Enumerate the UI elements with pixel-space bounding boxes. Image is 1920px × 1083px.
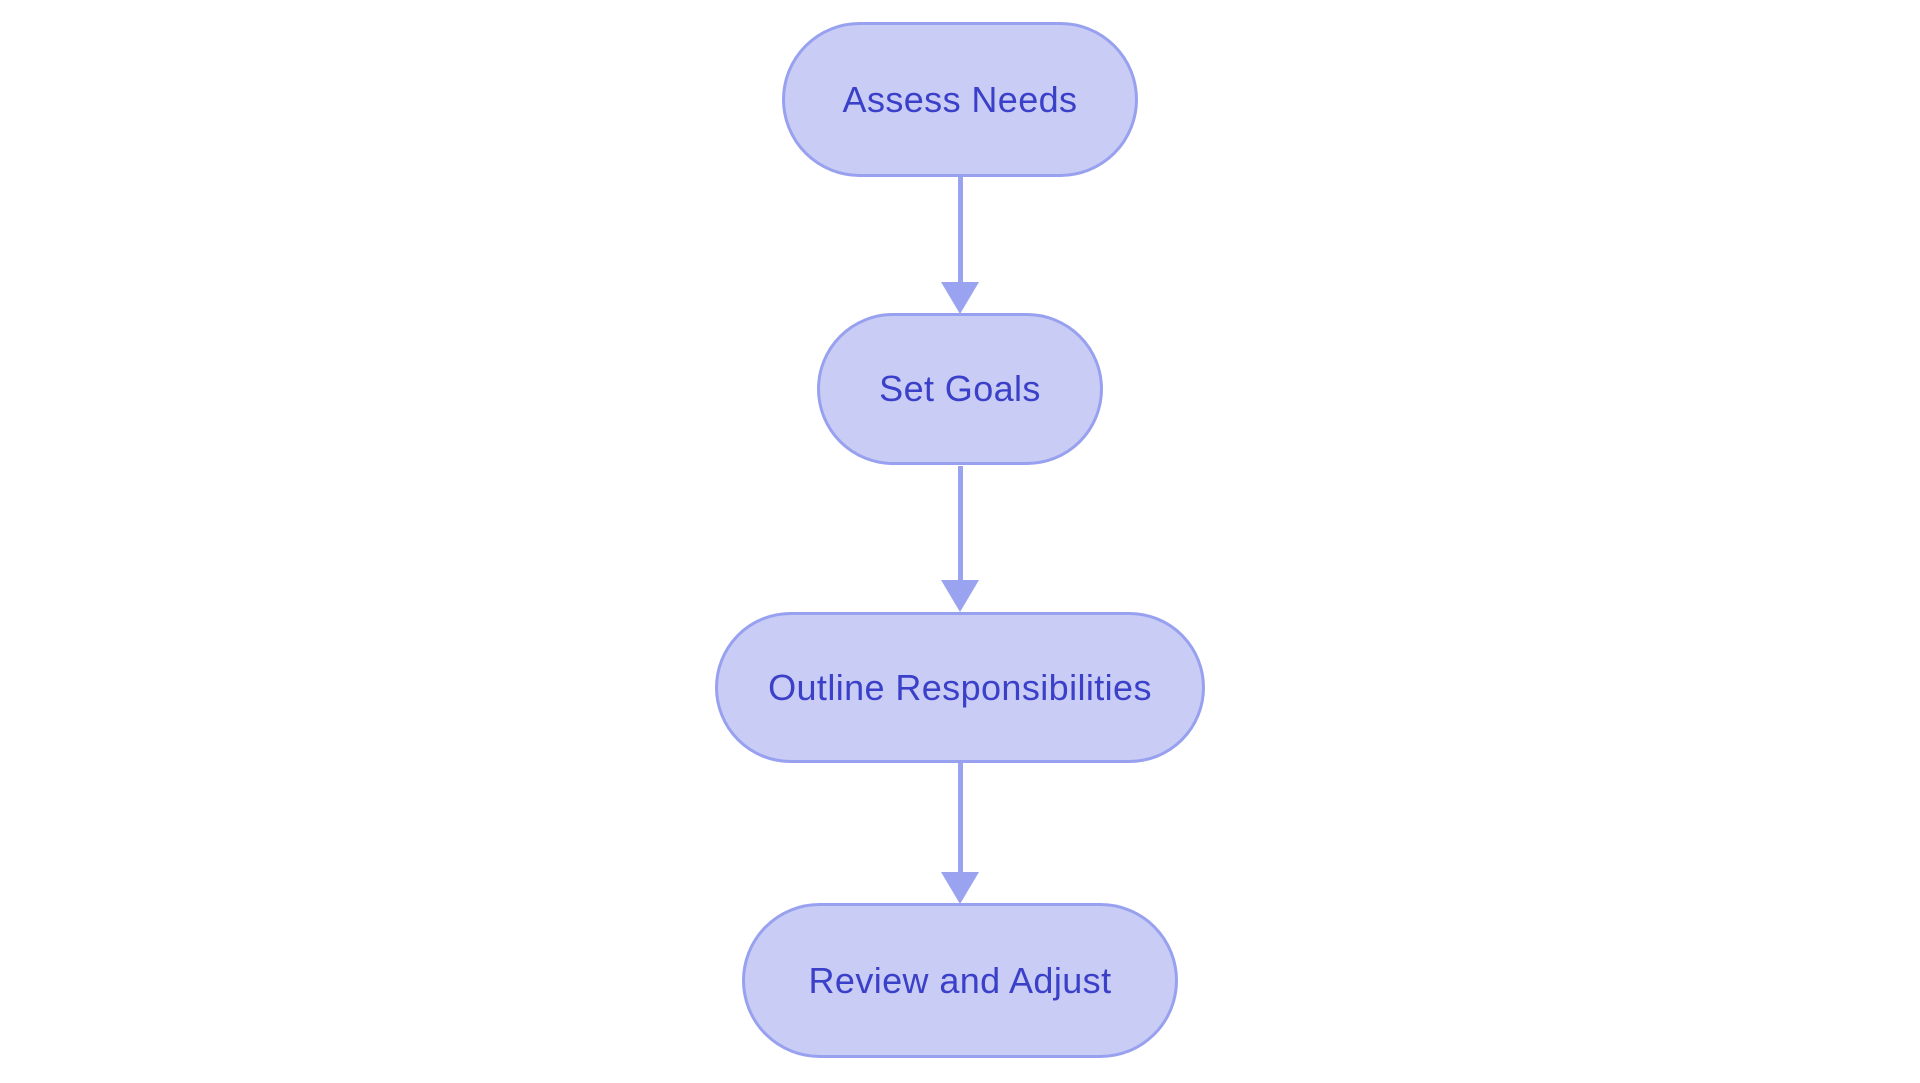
arrow-down-icon bbox=[941, 282, 979, 314]
flowchart-node-review-and-adjust: Review and Adjust bbox=[742, 903, 1178, 1058]
arrow-shaft bbox=[957, 466, 963, 580]
arrow-down-icon bbox=[941, 580, 979, 612]
arrow-shaft bbox=[957, 763, 963, 872]
flowchart-edge-1-to-2 bbox=[941, 177, 979, 314]
arrow-shaft bbox=[957, 177, 963, 282]
flowchart-node-outline-responsibilities: Outline Responsibilities bbox=[715, 612, 1205, 763]
flowchart-node-assess-needs: Assess Needs bbox=[782, 22, 1138, 177]
node-label: Set Goals bbox=[879, 368, 1041, 409]
node-label: Assess Needs bbox=[842, 78, 1078, 120]
flowchart-edge-3-to-4 bbox=[941, 763, 979, 904]
node-label: Review and Adjust bbox=[808, 959, 1112, 1001]
node-label: Outline Responsibilities bbox=[768, 666, 1152, 708]
flowchart-edge-2-to-3 bbox=[941, 466, 979, 612]
flowchart-node-set-goals: Set Goals bbox=[817, 313, 1103, 465]
arrow-down-icon bbox=[941, 872, 979, 904]
